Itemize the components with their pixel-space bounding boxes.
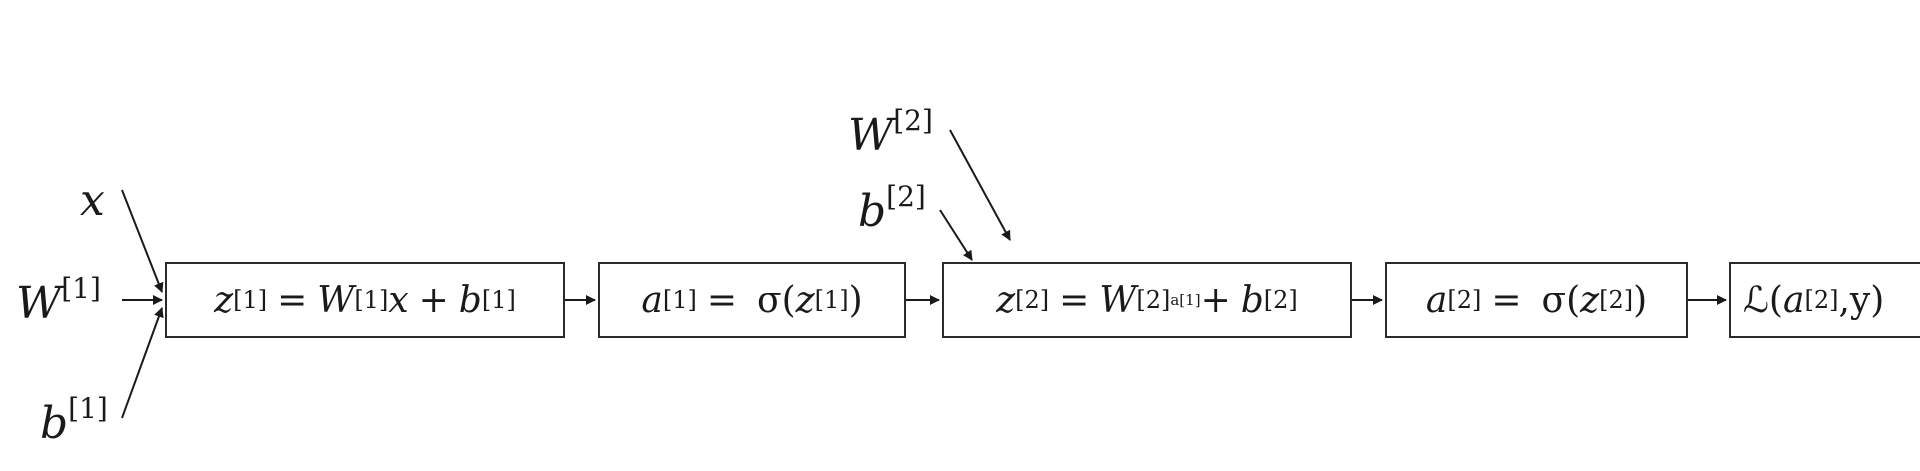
node-loss: ℒ(a[2],y) (1729, 262, 1920, 338)
node-z1: z[1] = W[1]x + b[1] (165, 262, 565, 338)
node-a2: a[2] = σ(z[2]) (1385, 262, 1688, 338)
input-x-label: x (80, 175, 105, 226)
arrow-b2-to-z2 (939, 209, 973, 261)
node-z2: z[2] = W[2]a[1] + b[2] (942, 262, 1352, 338)
arrow-x-to-z1 (121, 189, 164, 293)
arrow-w2-to-z2 (949, 129, 1011, 241)
input-b1-label: b[1] (40, 392, 108, 449)
input-b2-label: b[2] (858, 180, 926, 237)
input-w2-label: W[2] (848, 104, 933, 161)
arrow-b1-to-z1 (121, 307, 164, 419)
node-a1: a[1] = σ(z[1]) (598, 262, 906, 338)
input-w1-label: W[1] (16, 272, 101, 329)
